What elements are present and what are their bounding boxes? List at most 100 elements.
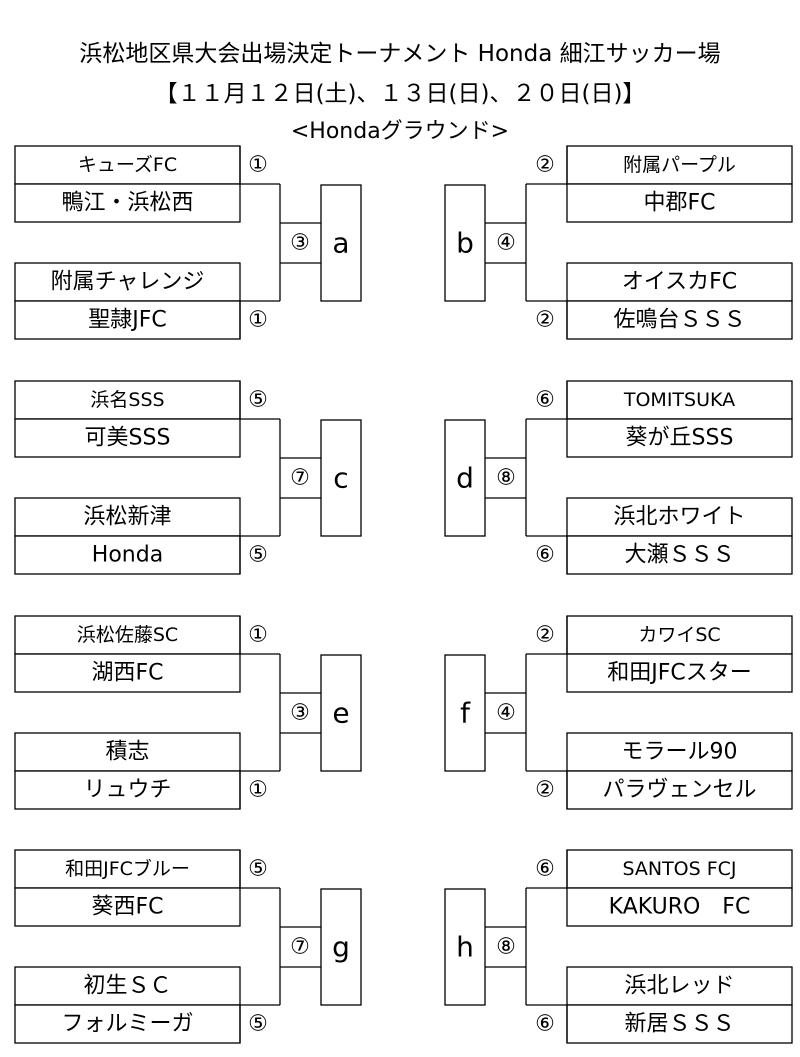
group-letter: c xyxy=(333,462,348,495)
team-name: 浜松新津 xyxy=(83,505,171,530)
match-number: ② xyxy=(535,153,555,178)
team-box xyxy=(14,418,241,458)
team-name: 和田JFCスター xyxy=(607,661,752,686)
team-box xyxy=(14,770,241,810)
match-number: ⑥ xyxy=(535,543,555,568)
team-name: 浜北レッド xyxy=(624,974,734,999)
final-match-number: ⑦ xyxy=(290,466,310,491)
group-letter-box xyxy=(320,654,362,772)
match-number: ① xyxy=(248,308,268,333)
team-name: 和田JFCブルー xyxy=(65,857,190,880)
team-box xyxy=(14,615,241,655)
team-box xyxy=(14,300,241,340)
team-box xyxy=(14,497,241,537)
team-name: オイスカFC xyxy=(622,270,737,295)
group-letter: g xyxy=(332,931,350,964)
match-number: ⑥ xyxy=(535,388,555,413)
team-box xyxy=(566,966,793,1006)
match-number: ⑥ xyxy=(535,857,555,882)
team-name: 浜松佐藤SC xyxy=(77,624,178,646)
team-name: モラール90 xyxy=(622,740,738,765)
page-title: 浜松地区県大会出場決定トーナメント Honda 細江サッカー場 xyxy=(79,41,721,67)
team-name: 新居ＳＳＳ xyxy=(624,1012,734,1037)
team-name: 佐鳴台ＳＳＳ xyxy=(613,308,745,333)
final-match-number: ③ xyxy=(290,701,310,726)
team-name: カワイSC xyxy=(638,624,720,646)
team-name: 積志 xyxy=(105,740,149,765)
group-letter-box xyxy=(320,888,362,1006)
team-box xyxy=(14,183,241,223)
match-number: ② xyxy=(535,623,555,648)
team-box xyxy=(566,849,793,889)
final-match-number: ④ xyxy=(496,701,516,726)
team-name: 鴨江・浜松西 xyxy=(61,191,193,216)
group-letter-box xyxy=(444,888,486,1006)
team-box xyxy=(566,887,793,927)
match-number: ② xyxy=(535,308,555,333)
match-number: ⑤ xyxy=(248,388,268,413)
match-number: ⑥ xyxy=(535,1012,555,1037)
team-box xyxy=(14,887,241,927)
team-name: TOMITSUKA xyxy=(623,389,735,411)
team-name: KAKURO FC xyxy=(609,895,751,920)
final-match-number: ③ xyxy=(290,231,310,256)
match-number: ① xyxy=(248,153,268,178)
match-number: ① xyxy=(248,778,268,803)
match-number: ⑤ xyxy=(248,1012,268,1037)
team-box xyxy=(14,966,241,1006)
group-letter: f xyxy=(460,697,471,730)
group-letter: d xyxy=(456,462,474,495)
team-name: 葵が丘SSS xyxy=(626,426,734,451)
team-name: 浜名SSS xyxy=(90,389,164,411)
team-box xyxy=(566,732,793,772)
match-number: ⑤ xyxy=(248,857,268,882)
team-box xyxy=(14,849,241,889)
event-dates: 【１１月１２日(土)、１３日(日)、２０日(日)】 xyxy=(154,81,646,107)
team-name: フォルミーガ xyxy=(61,1012,193,1037)
team-box xyxy=(566,497,793,537)
team-name: リュウチ xyxy=(83,778,171,803)
team-box xyxy=(14,653,241,693)
team-name: キューズFC xyxy=(78,154,177,176)
team-name: 湖西FC xyxy=(91,661,163,686)
team-name: SANTOS FCJ xyxy=(622,858,736,880)
group-letter: h xyxy=(456,931,474,964)
group-letter-box xyxy=(444,654,486,772)
team-name: Honda xyxy=(92,543,163,568)
group-letter-box xyxy=(320,184,362,302)
group-letter-box xyxy=(320,419,362,537)
team-name: 初生ＳＣ xyxy=(83,974,171,999)
team-name: 附属チャレンジ xyxy=(51,270,205,295)
team-name: 中郡FC xyxy=(643,191,715,216)
team-box xyxy=(566,653,793,693)
team-box xyxy=(566,183,793,223)
team-box xyxy=(14,535,241,575)
team-name: 浜北ホワイト xyxy=(613,505,745,530)
team-box xyxy=(14,732,241,772)
match-number: ① xyxy=(248,623,268,648)
match-number: ⑤ xyxy=(248,543,268,568)
team-name: 聖隷JFC xyxy=(88,308,167,333)
team-box xyxy=(566,300,793,340)
group-letter: e xyxy=(332,697,349,730)
team-box xyxy=(566,535,793,575)
team-box xyxy=(566,418,793,458)
team-name: 大瀬ＳＳＳ xyxy=(624,543,734,568)
final-match-number: ⑧ xyxy=(496,935,516,960)
group-letter: b xyxy=(456,227,474,260)
team-name: 可美SSS xyxy=(85,426,171,451)
team-name: 葵西FC xyxy=(91,895,163,920)
group-letter-box xyxy=(444,184,486,302)
venue-name: <Hondaグラウンド> xyxy=(290,119,510,144)
final-match-number: ⑦ xyxy=(290,935,310,960)
team-name: パラヴェンセル xyxy=(602,778,756,803)
team-name: 附属パープル xyxy=(623,154,736,176)
final-match-number: ④ xyxy=(496,231,516,256)
group-letter: a xyxy=(332,227,349,260)
group-letter-box xyxy=(444,419,486,537)
match-number: ② xyxy=(535,778,555,803)
final-match-number: ⑧ xyxy=(496,466,516,491)
team-box xyxy=(566,615,793,655)
team-box xyxy=(14,380,241,420)
